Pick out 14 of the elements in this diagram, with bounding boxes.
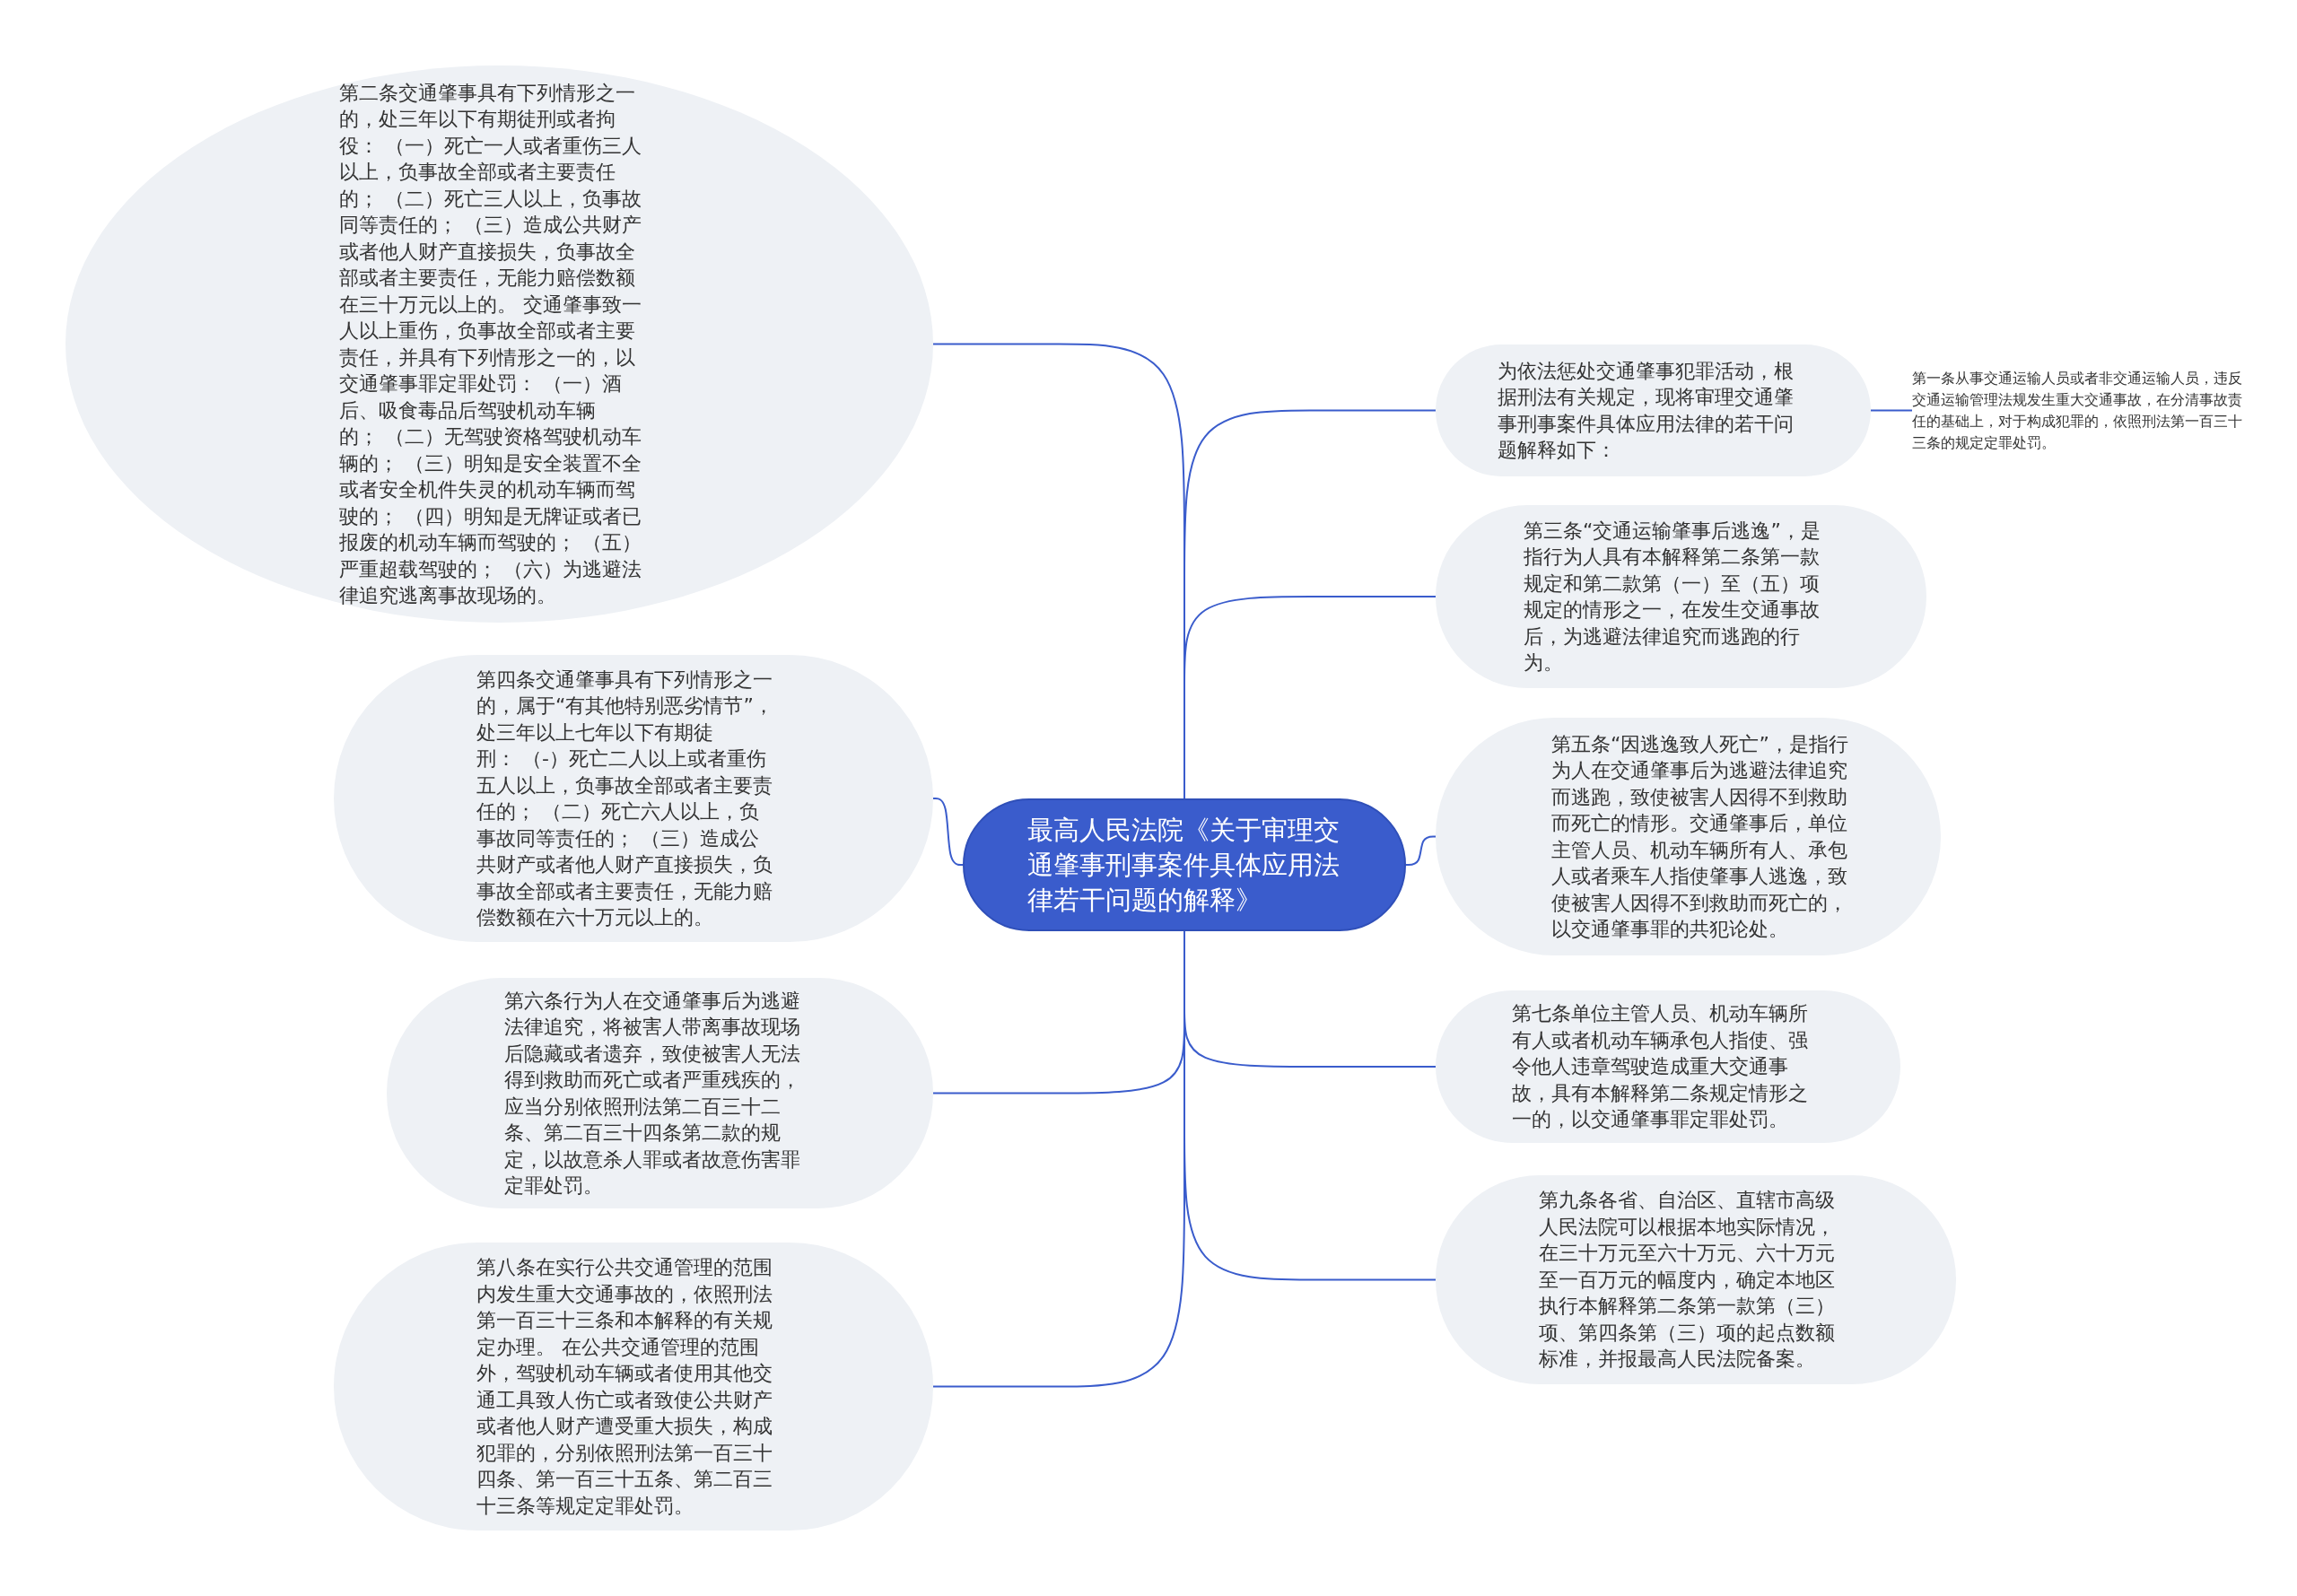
topic-text: 第五条“因逃逸致人死亡”，是指行为人在交通肇事后为逃避法律追究而逃跑，致使被害人因得不到救助而死亡的情形。交通肇事后，单位主管人员、机动车辆所有人、承包人或者乘车人指使肇事人逃逸，致使被害人因得不到救助而死亡的，以交通肇事罪的共犯论处。: [1551, 731, 1849, 942]
topic-text: 第六条行为人在交通肇事后为逃避法律追究，将被害人带离事故现场后隐藏或者遗弃，致使被害人无法得到救助而死亡或者严重残疾的，应当分别依照刑法第二百三十二条、第二百三十四条第二款的规定，以故意杀人罪或者故意伤害罪定罪处罚。: [504, 988, 801, 1199]
topic-text: 第七条单位主管人员、机动车辆所有人或者机动车辆承包人指使、强令他人违章驾驶造成重大交通事故，具有本解释第二条规定情形之一的，以交通肇事罪定罪处罚。: [1512, 1001, 1809, 1133]
topic-text: 第八条在实行公共交通管理的范围内发生重大交通事故的，依照刑法第一百三十三条和本解释的有关规定办理。 在公共交通管理的范围外，驾驶机动车辆或者使用其他交通工具致人伤亡或者致使公共财产或者他人财产遭受重大损失，构成犯罪的，分别依照刑法第一百三十四条、第一百三十五条、第二百三十三条等规定定罪处罚。: [476, 1255, 773, 1519]
topic-text: 第三条“交通运输肇事后逃逸”，是指行为人具有本解释第二条第一款规定和第二款第（一）至（五）项规定的情形之一，在发生交通事故后，为逃避法律追究而逃跑的行为。: [1524, 518, 1821, 676]
topic-text: 第九条各省、自治区、直辖市高级人民法院可以根据本地实际情况，在三十万元至六十万元、六十万元至一百万元的幅度内，确定本地区执行本解释第二条第一款第（三）项、第四条第（三）项的起点数额标准，并报最高人民法院备案。: [1539, 1188, 1836, 1373]
connector-line: [932, 798, 964, 866]
connector-line: [1405, 835, 1437, 866]
topic-text: 最高人民法院《关于审理交通肇事刑事案件具体应用法律若干问题的解释》: [1027, 813, 1341, 917]
topic-text: 为依法惩处交通肇事犯罪活动，根据刑法有关规定，现将审理交通肇事刑事案件具体应用法律的若干问题解释如下：: [1498, 358, 1795, 463]
topic-text: 第四条交通肇事具有下列情形之一的，属于“有其他特别恶劣情节”，处三年以上七年以下有期徒刑： （-）死亡二人以上或者重伤五人以上，负事故全部或者主要责任的； （二）死亡六人以上，负事故同等责任的； （三）造成公共财产或者他人财产直接损失，负事故全部或者主要责任，无能力赔偿数额在六十万元以上的。: [476, 667, 774, 930]
connector-line: [1870, 409, 1913, 412]
topic-text: 第二条交通肇事具有下列情形之一的，处三年以下有期徒刑或者拘役： （一）死亡一人或者重伤三人以上，负事故全部或者主要责任的； （二）死亡三人以上，负事故同等责任的； （三）造成公共财产或者他人财产直接损失，负事故全部或者主要责任，无能力赔偿数额在三十万元以上的。 交通肇事致一人以上重伤，负事故全部或者主要责任，并具有下列情形之一的，以交通肇事罪定罪处罚： （一）酒后、吸食毒品后驾驶机动车辆的； （二）无驾驶资格驾驶机动车辆的； （三）明知是安全装置不全或者安全机件失灵的机动车辆而驾驶的； （四）明知是无牌证或者已报废的机动车辆而驾驶的； （五）严重超载驾驶的； （六）为逃避法律追究逃离事故现场的。: [339, 80, 642, 608]
topic-text: 第一条从事交通运输人员或者非交通运输人员，违反交通运输管理法规发生重大交通事故，在分清事故责任的基础上，对于构成犯罪的，依照刑法第一百三十三条的规定定罪处罚。: [1912, 367, 2244, 454]
